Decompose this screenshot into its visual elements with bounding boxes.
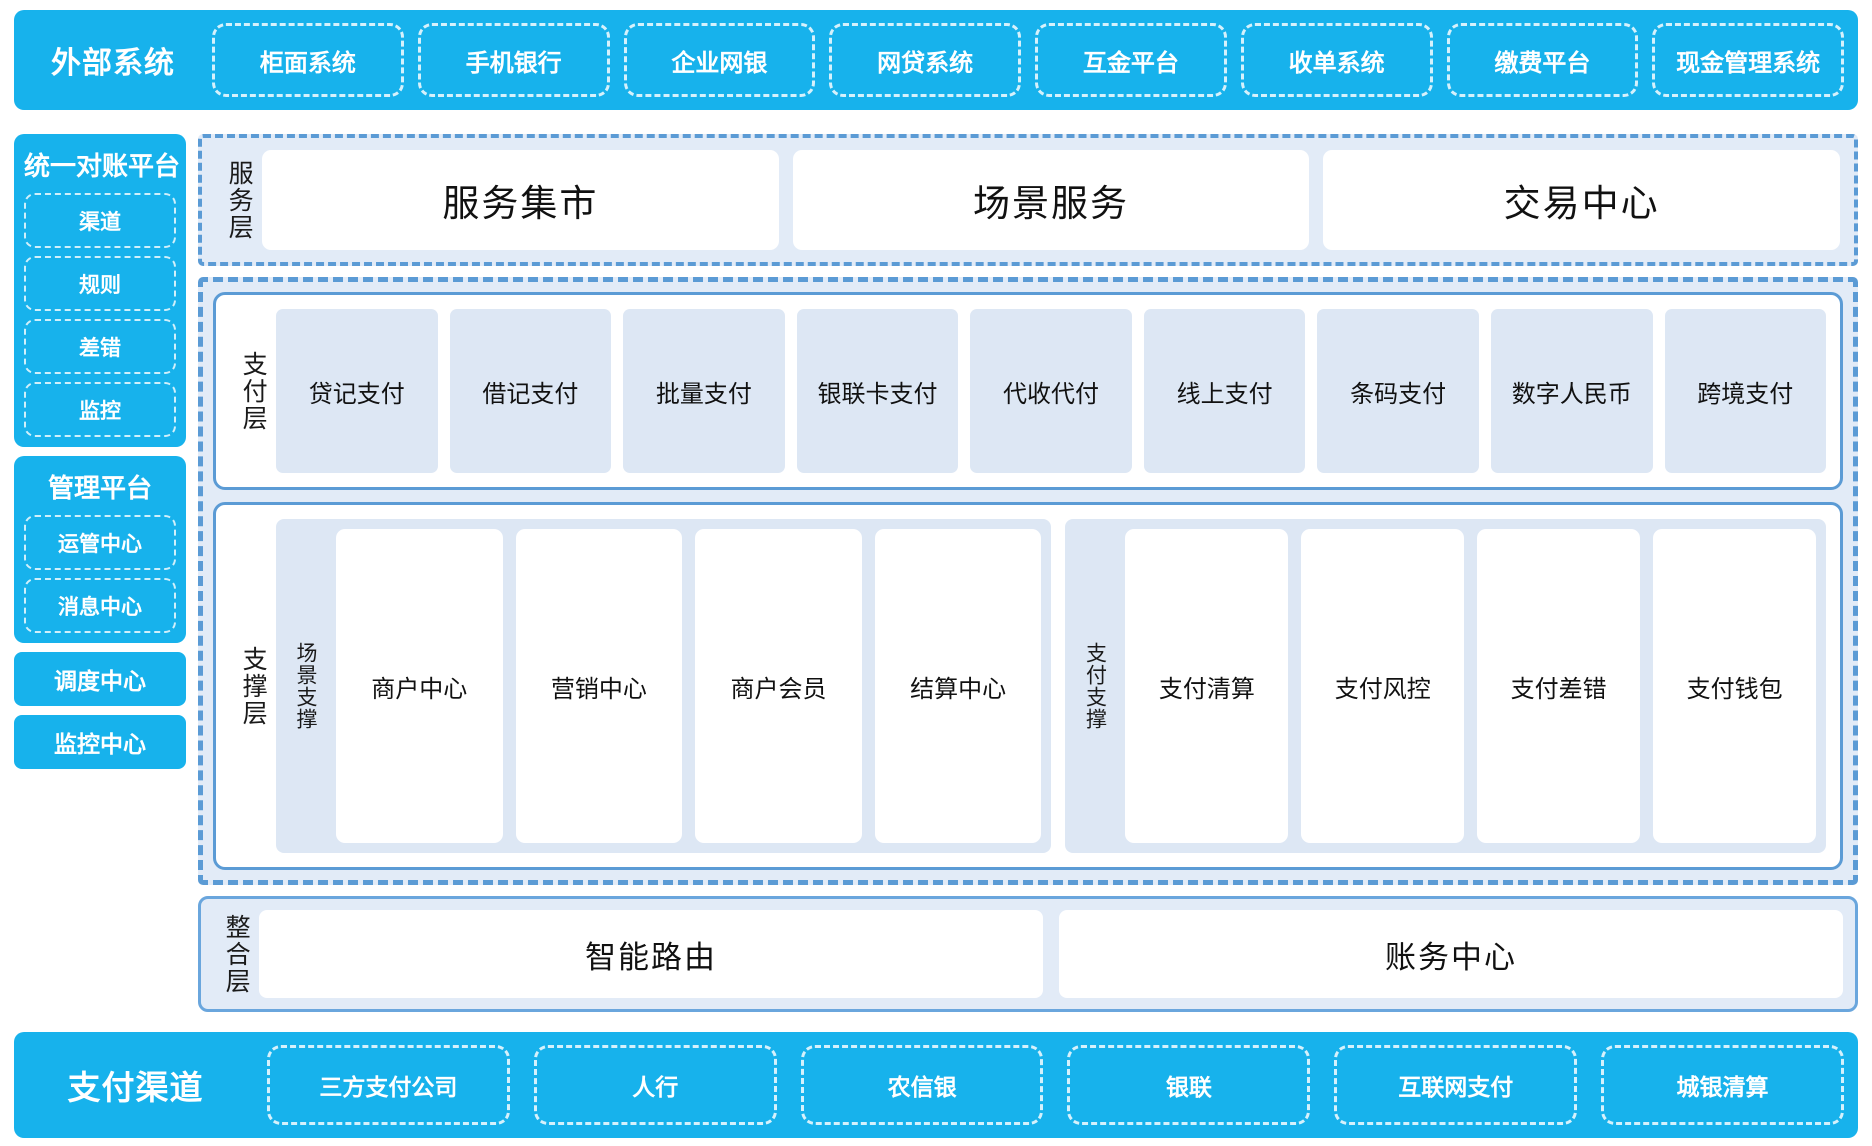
external-system-item[interactable]: 缴费平台 xyxy=(1446,23,1639,97)
rail-item-message-center[interactable]: 消息中心 xyxy=(24,578,176,633)
payment-card-debit[interactable]: 借记支付 xyxy=(449,309,612,473)
support-card-payment-clearing[interactable]: 支付清算 xyxy=(1125,529,1289,843)
payment-card-digital-rmb[interactable]: 数字人民币 xyxy=(1490,309,1653,473)
scenario-support-group: 场景支撑 商户中心 营销中心 商户会员 结算中心 xyxy=(276,519,1052,853)
integration-card-accounting-center[interactable]: 账务中心 xyxy=(1059,910,1843,998)
management-platform-title: 管理平台 xyxy=(47,473,152,503)
core-layers-wrapper: 支付层 贷记支付 借记支付 批量支付 银联卡支付 代收代付 线上支付 条码支付 … xyxy=(198,277,1858,885)
payment-card-batch[interactable]: 批量支付 xyxy=(623,309,785,473)
scenario-support-label: 场景支撑 xyxy=(294,642,318,730)
rail-item-scheduling-center[interactable]: 调度中心 xyxy=(14,652,186,706)
external-system-item[interactable]: 企业网银 xyxy=(623,23,816,97)
support-card-marketing-center[interactable]: 营销中心 xyxy=(515,529,683,843)
external-system-item[interactable]: 收单系统 xyxy=(1240,23,1433,97)
service-card-marketplace[interactable]: 服务集市 xyxy=(262,150,779,250)
rail-item-operations-center[interactable]: 运管中心 xyxy=(24,515,176,570)
support-layer-label: 支撑层 xyxy=(239,645,268,727)
integration-layer: 整合层 智能路由 账务中心 xyxy=(198,896,1858,1012)
support-card-settlement-center[interactable]: 结算中心 xyxy=(874,529,1042,843)
support-layer-groups: 场景支撑 商户中心 营销中心 商户会员 结算中心 支付支撑 支付清算 xyxy=(276,519,1826,853)
reconciliation-platform-title: 统一对账平台 xyxy=(24,151,181,181)
rail-item-monitoring-center[interactable]: 监控中心 xyxy=(14,715,186,769)
payment-card-online[interactable]: 线上支付 xyxy=(1143,309,1306,473)
external-system-item[interactable]: 柜面系统 xyxy=(212,23,404,97)
service-layer: 服务层 服务集市 场景服务 交易中心 xyxy=(198,134,1858,266)
left-rail: 统一对账平台 渠道 规则 差错 监控 管理平台 运管中心 消息中心 调度中心 监… xyxy=(14,134,186,1012)
rail-item-channel[interactable]: 渠道 xyxy=(24,193,176,248)
integration-card-smart-routing[interactable]: 智能路由 xyxy=(259,910,1043,998)
middle-region: 统一对账平台 渠道 规则 差错 监控 管理平台 运管中心 消息中心 调度中心 监… xyxy=(14,134,1858,1012)
payment-channel-item[interactable]: 农信银 xyxy=(800,1045,1044,1125)
payment-support-label: 支付支撑 xyxy=(1083,642,1107,730)
payment-channel-item[interactable]: 互联网支付 xyxy=(1334,1045,1578,1125)
layers-content: 服务层 服务集市 场景服务 交易中心 支付层 贷记支付 借记支付 批量支付 银联… xyxy=(198,134,1858,1012)
rail-item-error[interactable]: 差错 xyxy=(24,319,176,374)
payment-card-unionpay[interactable]: 银联卡支付 xyxy=(796,309,959,473)
service-layer-label: 服务层 xyxy=(225,159,254,241)
external-system-item[interactable]: 手机银行 xyxy=(417,23,610,97)
external-system-item[interactable]: 互金平台 xyxy=(1035,23,1227,97)
external-systems-list: 柜面系统 手机银行 企业网银 网贷系统 互金平台 收单系统 缴费平台 现金管理系… xyxy=(198,10,1844,110)
integration-layer-label: 整合层 xyxy=(222,913,251,995)
payment-channel-item[interactable]: 人行 xyxy=(533,1045,777,1125)
integration-layer-cards: 智能路由 账务中心 xyxy=(259,910,1843,998)
support-card-merchant-member[interactable]: 商户会员 xyxy=(695,529,862,843)
payment-layer: 支付层 贷记支付 借记支付 批量支付 银联卡支付 代收代付 线上支付 条码支付 … xyxy=(213,292,1843,490)
external-system-item[interactable]: 现金管理系统 xyxy=(1652,23,1844,97)
support-card-payment-risk[interactable]: 支付风控 xyxy=(1301,529,1465,843)
reconciliation-platform-group: 统一对账平台 渠道 规则 差错 监控 xyxy=(14,134,186,447)
payment-channel-item[interactable]: 城银清算 xyxy=(1601,1045,1844,1125)
support-card-merchant-center[interactable]: 商户中心 xyxy=(336,529,503,843)
support-card-payment-error[interactable]: 支付差错 xyxy=(1477,529,1641,843)
scenario-support-cards: 商户中心 营销中心 商户会员 结算中心 xyxy=(336,529,1042,843)
payment-channel-item[interactable]: 银联 xyxy=(1067,1045,1311,1125)
payment-layer-cards: 贷记支付 借记支付 批量支付 银联卡支付 代收代付 线上支付 条码支付 数字人民… xyxy=(276,309,1827,473)
payment-card-collection-payment[interactable]: 代收代付 xyxy=(970,309,1132,473)
external-system-item[interactable]: 网贷系统 xyxy=(829,23,1021,97)
payment-channels-title: 支付渠道 xyxy=(67,1069,204,1106)
support-layer: 支撑层 场景支撑 商户中心 营销中心 商户会员 结算中心 xyxy=(213,502,1843,870)
service-layer-cards: 服务集市 场景服务 交易中心 xyxy=(262,150,1841,250)
rail-item-monitor[interactable]: 监控 xyxy=(24,382,176,437)
payment-card-cross-border[interactable]: 跨境支付 xyxy=(1664,309,1827,473)
payment-support-cards: 支付清算 支付风控 支付差错 支付钱包 xyxy=(1125,529,1817,843)
service-card-scenario[interactable]: 场景服务 xyxy=(792,150,1310,250)
rail-item-rule[interactable]: 规则 xyxy=(24,256,176,311)
support-card-payment-wallet[interactable]: 支付钱包 xyxy=(1653,529,1817,843)
payment-card-barcode[interactable]: 条码支付 xyxy=(1317,309,1479,473)
external-systems-bar: 外部系统 柜面系统 手机银行 企业网银 网贷系统 互金平台 收单系统 缴费平台 … xyxy=(14,10,1858,110)
payment-layer-label: 支付层 xyxy=(239,350,268,432)
payment-support-group: 支付支撑 支付清算 支付风控 支付差错 支付钱包 xyxy=(1065,519,1826,853)
service-card-transaction[interactable]: 交易中心 xyxy=(1323,150,1841,250)
payment-channel-item[interactable]: 三方支付公司 xyxy=(267,1045,510,1125)
management-platform-group: 管理平台 运管中心 消息中心 xyxy=(14,456,186,643)
payment-channels-bar: 支付渠道 三方支付公司 人行 农信银 银联 互联网支付 城银清算 xyxy=(14,1032,1858,1138)
payment-card-credit[interactable]: 贷记支付 xyxy=(276,309,438,473)
payment-channels-list: 三方支付公司 人行 农信银 银联 互联网支付 城银清算 xyxy=(243,1032,1844,1138)
external-systems-title: 外部系统 xyxy=(51,47,175,80)
